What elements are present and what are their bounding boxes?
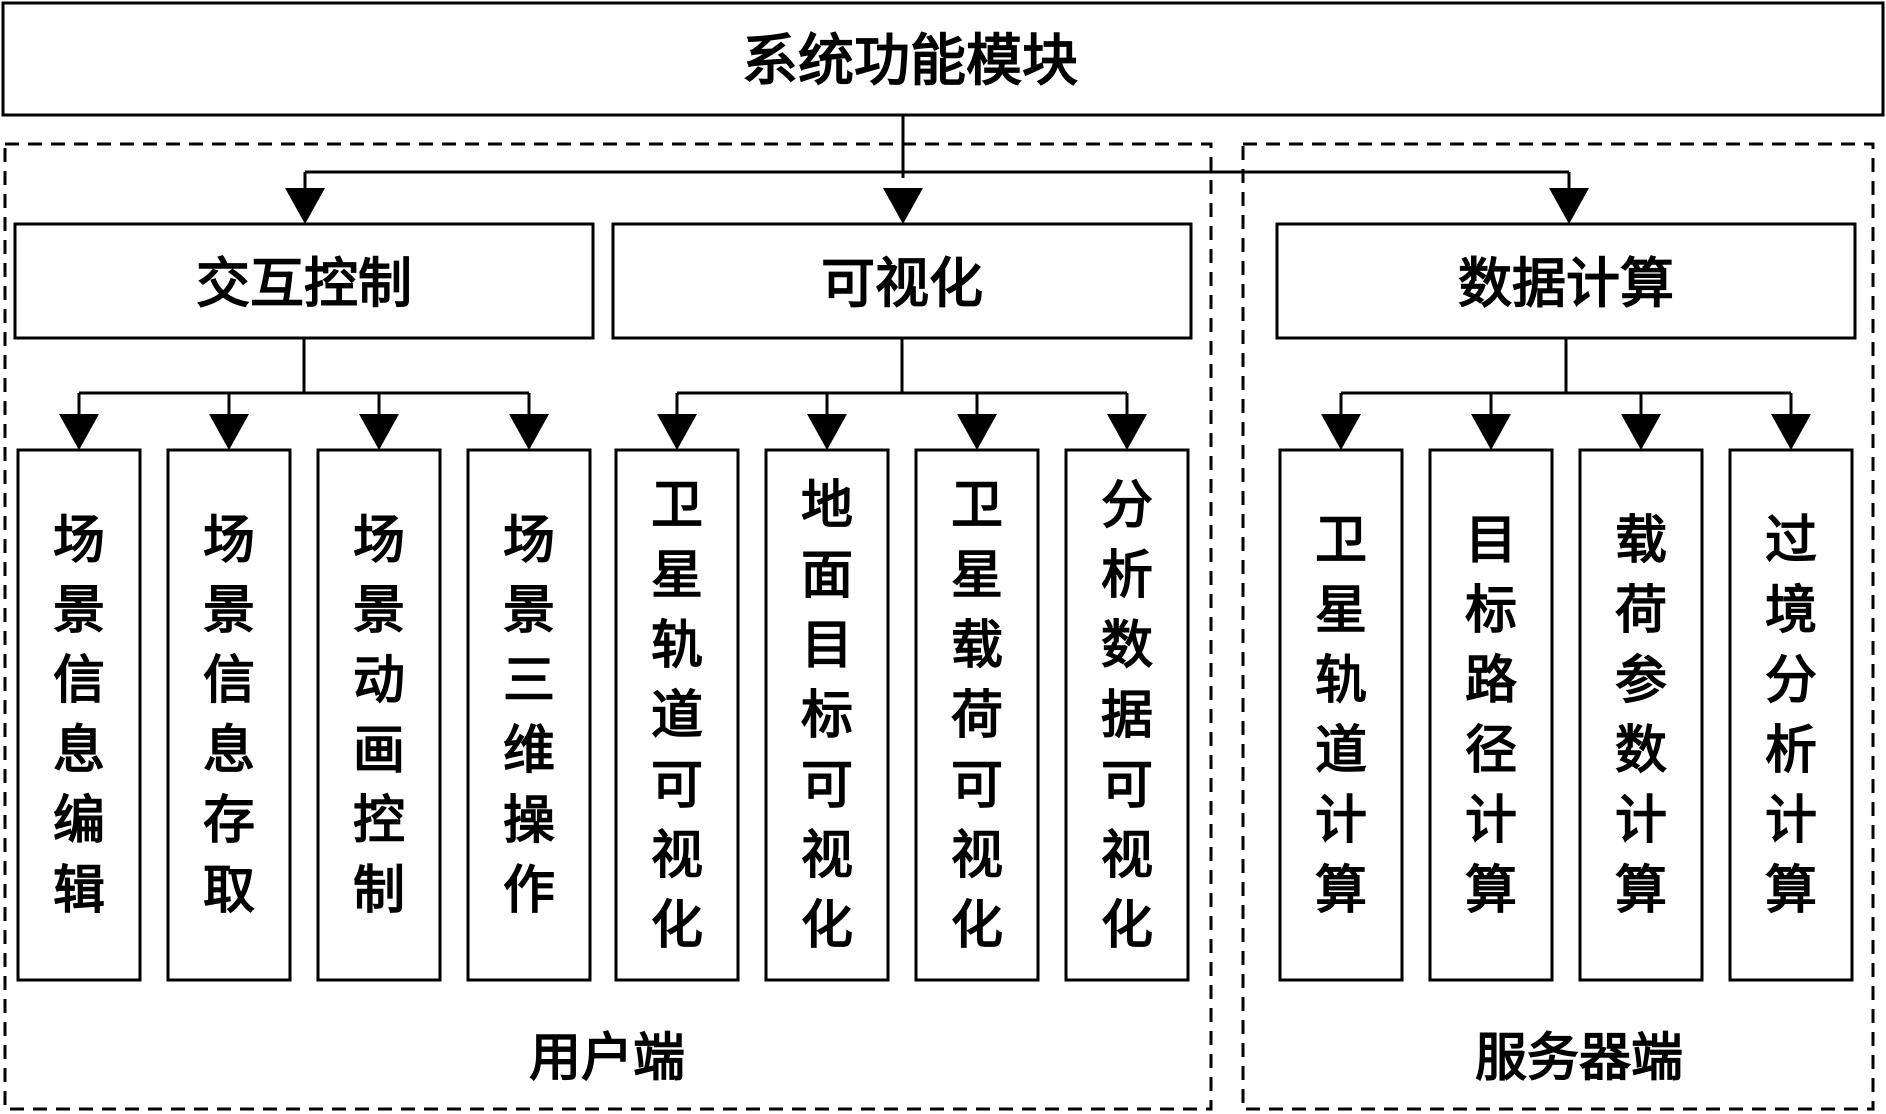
leaf-label-computation-2: 目标路径计算	[1465, 510, 1518, 921]
leaf-box-interaction-2	[166, 448, 292, 982]
root-module-title: 系统功能模块	[742, 28, 1078, 94]
client-region	[3, 142, 1213, 1111]
arrow-icon	[209, 414, 249, 450]
leaf-box-computation-3	[1578, 448, 1704, 982]
leaf-label-computation-3: 载荷参数计算	[1615, 510, 1667, 921]
arrow-icon	[1621, 414, 1661, 450]
leaf-label-visualization-2: 地面目标可视化	[801, 475, 853, 956]
arrow-icon	[657, 414, 697, 450]
arrow-icon	[1321, 414, 1361, 450]
group-box-visualization	[611, 222, 1193, 340]
arrow-icon	[285, 188, 325, 224]
leaf-box-interaction-3	[316, 448, 442, 982]
leaf-box-computation-2	[1428, 448, 1554, 982]
leaf-modules: 场景信息编辑 场景信息存取 场景动画控制 场景三维操作 卫星轨道可视化 地面目标可视化 卫星…	[16, 338, 1854, 982]
leaf-label-interaction-1: 场景信息编辑	[53, 510, 105, 921]
root-connectors	[285, 115, 1589, 224]
group-box-interaction	[13, 222, 595, 340]
leaf-box-visualization-1	[614, 448, 740, 982]
leaf-box-interaction-1	[16, 448, 142, 982]
leaf-label-interaction-2: 场景信息存取	[203, 510, 255, 921]
leaf-label-visualization-1: 卫星轨道可视化	[651, 475, 703, 956]
leaf-box-computation-1	[1278, 448, 1404, 982]
group-title-interaction: 交互控制	[196, 251, 412, 315]
leaf-box-computation-4	[1728, 448, 1854, 982]
arrow-icon	[59, 414, 99, 450]
leaf-label-visualization-3: 卫星载荷可视化	[951, 475, 1003, 956]
leaf-label-computation-1: 卫星轨道计算	[1315, 510, 1367, 921]
arrow-icon	[1771, 414, 1811, 450]
leaf-box-visualization-4	[1064, 448, 1190, 982]
leaf-label-visualization-4: 分析数据可视化	[1101, 475, 1153, 956]
leaf-box-interaction-4	[466, 448, 592, 982]
group-title-visualization: 可视化	[821, 251, 983, 315]
leaf-label-interaction-3: 场景动画控制	[353, 510, 405, 921]
root-module-box	[1, 1, 1885, 117]
group-title-computation: 数据计算	[1458, 251, 1674, 315]
arrow-icon	[359, 414, 399, 450]
arrow-icon	[883, 188, 923, 224]
server-region	[1241, 142, 1875, 1111]
arrow-icon	[1471, 414, 1511, 450]
server-region-label: 服务器端	[1475, 1028, 1683, 1089]
arrow-icon	[509, 414, 549, 450]
arrow-icon	[1107, 414, 1147, 450]
leaf-box-visualization-2	[764, 448, 890, 982]
arrow-icon	[1549, 188, 1589, 224]
client-region-label: 用户端	[529, 1028, 685, 1089]
leaf-label-computation-4: 过境分析计算	[1765, 510, 1817, 921]
arrow-icon	[957, 414, 997, 450]
leaf-box-visualization-3	[914, 448, 1040, 982]
arrow-icon	[807, 414, 847, 450]
leaf-label-interaction-4: 场景三维操作	[503, 510, 555, 921]
